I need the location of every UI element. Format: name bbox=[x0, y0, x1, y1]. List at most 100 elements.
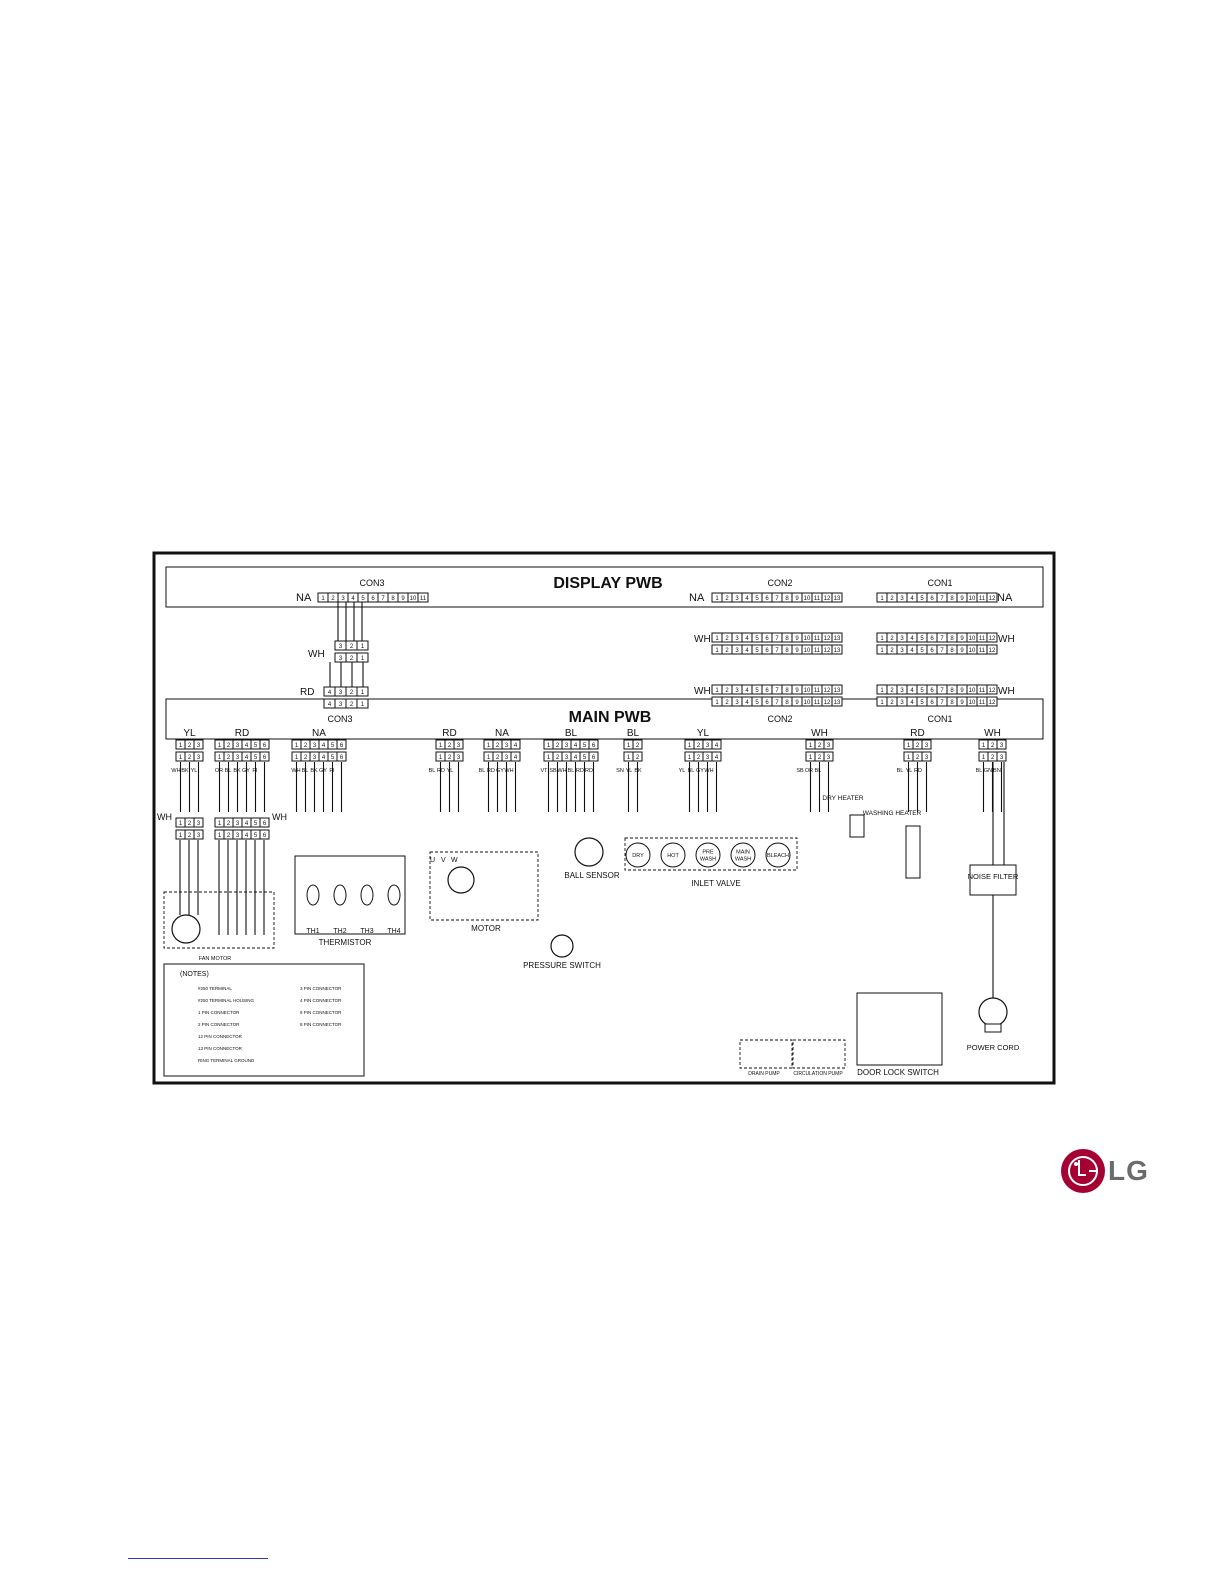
harness-con2-row-pin: 5 bbox=[755, 700, 759, 706]
main-conn-6-row2-pin: 1 bbox=[627, 755, 631, 761]
harness-con1-row-pin: 4 bbox=[910, 636, 914, 642]
harness-con2-row-pin: 10 bbox=[804, 636, 811, 642]
thermistor-name: TH1 bbox=[306, 928, 319, 935]
harness-con1-row-pin: 11 bbox=[979, 648, 986, 654]
main-conn-1-row2-pin: 4 bbox=[245, 755, 249, 761]
harness-con3-row-pin: 3 bbox=[339, 702, 343, 708]
wire-color-motor_na: WH bbox=[504, 768, 513, 774]
motor-symbol bbox=[447, 866, 475, 894]
harness-con2-row-pin: 1 bbox=[715, 636, 719, 642]
display-con3-label: CON3 bbox=[359, 578, 384, 588]
harness-con1-row-pin: 12 bbox=[989, 648, 996, 654]
main-conn-7-row1-cell bbox=[711, 739, 722, 750]
harness-con2-row-cell bbox=[831, 632, 843, 643]
motor-box bbox=[429, 851, 539, 921]
harness-con2-row-pin: 9 bbox=[795, 688, 799, 694]
footer-link-underline[interactable] bbox=[128, 1558, 268, 1559]
thermistor-icon bbox=[387, 884, 401, 906]
main-conn-5-row1-pin: 2 bbox=[556, 743, 560, 749]
main-conn-1-row2-pin: 6 bbox=[263, 755, 267, 761]
main-conn-1-row1-pin: 1 bbox=[218, 743, 222, 749]
main-conn-2-row1-pin: 3 bbox=[313, 743, 317, 749]
main-conn-2-row2-pin: 4 bbox=[322, 755, 326, 761]
harness-con2-row-pin: 8 bbox=[785, 636, 789, 642]
display-con3-tag: NA bbox=[296, 592, 312, 604]
display-con1-row-pin: 11 bbox=[979, 596, 986, 602]
harness-con1-row-pin: 10 bbox=[969, 688, 976, 694]
wire-color-motor_rd: BL bbox=[429, 768, 436, 774]
harness-con3-rd: RD bbox=[300, 687, 314, 698]
wire-color-bl_group: SB bbox=[549, 768, 557, 774]
note-right: 3 PIN CONNECTOR bbox=[300, 986, 342, 991]
harness-con2-row-pin: 6 bbox=[765, 636, 769, 642]
harness-con2-row-pin: 12 bbox=[824, 700, 831, 706]
main-conn-0-row1-pin: 2 bbox=[188, 743, 192, 749]
harness-con2-row-pin: 8 bbox=[785, 700, 789, 706]
harness-con1-row-pin: 1 bbox=[880, 688, 884, 694]
wire-color-na_group: BK bbox=[310, 768, 318, 774]
main-conn-9-row2-cell bbox=[921, 751, 932, 762]
main-conn-2-row1-pin: 1 bbox=[295, 743, 299, 749]
harness-con3-row-pin: 3 bbox=[339, 690, 343, 696]
valve-label: PRE bbox=[702, 850, 714, 856]
harness-con1-row-cell bbox=[986, 696, 998, 707]
main-conn-1-row2-pin: 3 bbox=[236, 755, 240, 761]
display-con2-row-pin: 2 bbox=[725, 596, 729, 602]
door-lock-switch-label: DOOR LOCK SWITCH bbox=[857, 1068, 939, 1077]
main-conn-6-row2-cell bbox=[632, 751, 643, 762]
wire-color-na_group: PI bbox=[329, 768, 335, 774]
harness-con2-row-pin: 4 bbox=[745, 688, 749, 694]
thermistor-icon bbox=[306, 884, 320, 906]
main-conn-7-row2-pin: 3 bbox=[706, 755, 710, 761]
wire-color-heater: RD bbox=[914, 768, 922, 774]
wire-color-heater: YL bbox=[906, 768, 913, 774]
harness-con1-row-pin: 8 bbox=[950, 688, 954, 694]
rd-mid-conn-pin: 4 bbox=[245, 821, 249, 827]
harness-con2-row-pin: 3 bbox=[735, 648, 739, 654]
harness-con1-row-pin: 3 bbox=[900, 688, 904, 694]
harness-con1-row-pin: 12 bbox=[989, 688, 996, 694]
harness-con1-row-pin: 2 bbox=[890, 648, 894, 654]
harness-con3-row-pin: 4 bbox=[328, 702, 332, 708]
harness-con1-row-pin: 12 bbox=[989, 636, 996, 642]
main-conn-5-row1-pin: 6 bbox=[592, 743, 596, 749]
display-con3-row-pin: 1 bbox=[321, 596, 325, 602]
harness-con2-row-pin: 4 bbox=[745, 636, 749, 642]
harness-con2-row-pin: 2 bbox=[725, 700, 729, 706]
main-conn-8-row1-pin: 2 bbox=[818, 743, 822, 749]
valve-icon bbox=[660, 842, 686, 868]
display-con3-row-pin: 2 bbox=[331, 596, 335, 602]
rd-mid-conn-pin: 1 bbox=[218, 821, 222, 827]
main-conn-5-row1-pin: 4 bbox=[574, 743, 578, 749]
main-con3-label: CON3 bbox=[327, 714, 352, 724]
valve-label: WASH bbox=[700, 857, 716, 863]
main-conn-10-row1-pin: 3 bbox=[1000, 743, 1004, 749]
harness-con3-row-pin: 1 bbox=[361, 656, 365, 662]
wire-color-bl_group: VT bbox=[540, 768, 548, 774]
notes-title: (NOTES) bbox=[180, 971, 209, 978]
ball-sensor-label: BALL SENSOR bbox=[564, 871, 620, 880]
rd-mid-conn-cell bbox=[259, 817, 270, 828]
display-con2-row-pin: 13 bbox=[834, 596, 841, 602]
harness-con1-row-pin: 2 bbox=[890, 636, 894, 642]
rd-mid-conn-pin: 1 bbox=[218, 833, 222, 839]
main-conn-0-row2-cell bbox=[193, 751, 204, 762]
note-left: #250 TERMINAL HOUSING bbox=[198, 998, 255, 1003]
main-conn-2-row1-pin: 4 bbox=[322, 743, 326, 749]
wire-color-power: BL bbox=[976, 768, 983, 774]
main-conn-9-row2-pin: 1 bbox=[907, 755, 911, 761]
main-conn-4-row2-cell bbox=[510, 751, 521, 762]
harness-con2-row-pin: 10 bbox=[804, 648, 811, 654]
side-label-right: WH bbox=[272, 812, 287, 822]
main-conn-2-row2-pin: 5 bbox=[331, 755, 335, 761]
main-conn-1-row1-pin: 6 bbox=[263, 743, 267, 749]
display-con3-row-pin: 6 bbox=[371, 596, 375, 602]
display-con3-row-pin: 8 bbox=[391, 596, 395, 602]
header-color-2: NA bbox=[312, 728, 326, 739]
valve-label: HOT bbox=[667, 853, 679, 859]
main-conn-9-row1-pin: 3 bbox=[925, 743, 929, 749]
power-cord-label: POWER CORD bbox=[967, 1043, 1020, 1052]
harness-con2-row-pin: 11 bbox=[814, 648, 821, 654]
display-con3-row-pin: 7 bbox=[381, 596, 385, 602]
harness-con2-row-pin: 8 bbox=[785, 648, 789, 654]
